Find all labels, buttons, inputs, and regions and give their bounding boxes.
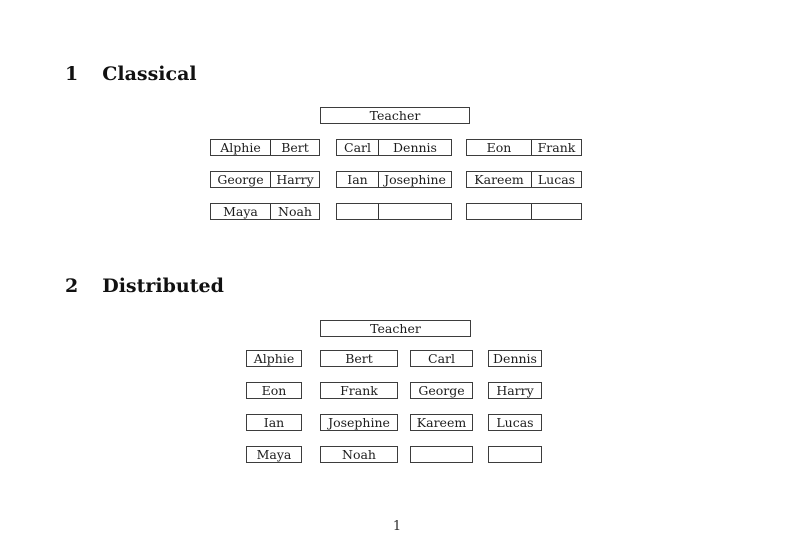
seat-empty xyxy=(337,204,379,219)
seat-box: Eon xyxy=(246,382,302,399)
seat-box: Dennis xyxy=(488,350,542,367)
section-number: 2 xyxy=(65,275,79,297)
page-number: 1 xyxy=(392,519,402,534)
seat-box: Harry xyxy=(488,382,542,399)
seat-name: Harry xyxy=(276,172,314,187)
section-title: Classical xyxy=(102,63,197,85)
seat-box: Ian xyxy=(246,414,302,431)
teacher-label: Teacher xyxy=(370,321,421,336)
seat-name: Frank xyxy=(537,140,576,155)
seat-box: Noah xyxy=(320,446,398,463)
teacher-label: Teacher xyxy=(369,108,421,123)
desk: Carl Dennis xyxy=(336,139,452,156)
seat-name: Eon xyxy=(467,140,532,155)
seat-box: George xyxy=(410,382,473,399)
seat-box: Frank xyxy=(320,382,398,399)
seat-name: Frank xyxy=(340,383,378,398)
seat-name: Bert xyxy=(345,351,373,366)
seat-name: Maya xyxy=(211,204,271,219)
seat-name: Alphie xyxy=(211,140,271,155)
seat-name: Alphie xyxy=(253,351,295,366)
seat-name: Josephine xyxy=(328,415,390,430)
seat-name: Carl xyxy=(428,351,455,366)
seat-name: Lucas xyxy=(496,415,534,430)
seat-box: Maya xyxy=(246,446,302,463)
seat-empty xyxy=(379,204,451,219)
seat-name: Dennis xyxy=(493,351,537,366)
seat-name: Kareem xyxy=(416,415,467,430)
desk: Kareem Lucas xyxy=(466,171,582,188)
seat-name: Noah xyxy=(342,447,376,462)
teacher-box: Teacher xyxy=(320,320,471,337)
seat-empty xyxy=(467,204,532,219)
seat-name: Lucas xyxy=(537,172,576,187)
seat-box: Alphie xyxy=(246,350,302,367)
seat-name: Dennis xyxy=(393,140,437,155)
seat-name: Noah xyxy=(278,204,312,219)
section-number: 1 xyxy=(65,63,79,85)
seat-name: Maya xyxy=(256,447,292,462)
section-heading-classical: 1 Classical xyxy=(65,64,197,85)
seat-name: Carl xyxy=(337,140,379,155)
seat-name: Ian xyxy=(337,172,379,187)
seat-empty xyxy=(532,204,581,219)
seat-name: George xyxy=(211,172,271,187)
seat-box: Kareem xyxy=(410,414,473,431)
desk: George Harry xyxy=(210,171,320,188)
seat-name: George xyxy=(418,383,465,398)
seat-name: Bert xyxy=(281,140,309,155)
seat-box: Josephine xyxy=(320,414,398,431)
section-title: Distributed xyxy=(102,275,224,297)
seat-box: Lucas xyxy=(488,414,542,431)
desk-empty xyxy=(466,203,582,220)
seat-name: Eon xyxy=(261,383,287,398)
seat-name: Harry xyxy=(496,383,534,398)
seat-box: Carl xyxy=(410,350,473,367)
seat-box-empty xyxy=(488,446,542,463)
desk: Maya Noah xyxy=(210,203,320,220)
seat-name: Josephine xyxy=(384,172,446,187)
seat-name: Ian xyxy=(263,415,285,430)
seat-box: Bert xyxy=(320,350,398,367)
desk: Eon Frank xyxy=(466,139,582,156)
desk: Ian Josephine xyxy=(336,171,452,188)
desk-empty xyxy=(336,203,452,220)
seat-box-empty xyxy=(410,446,473,463)
teacher-box: Teacher xyxy=(320,107,470,124)
seat-name: Kareem xyxy=(467,172,532,187)
desk: Alphie Bert xyxy=(210,139,320,156)
section-heading-distributed: 2 Distributed xyxy=(65,276,224,297)
